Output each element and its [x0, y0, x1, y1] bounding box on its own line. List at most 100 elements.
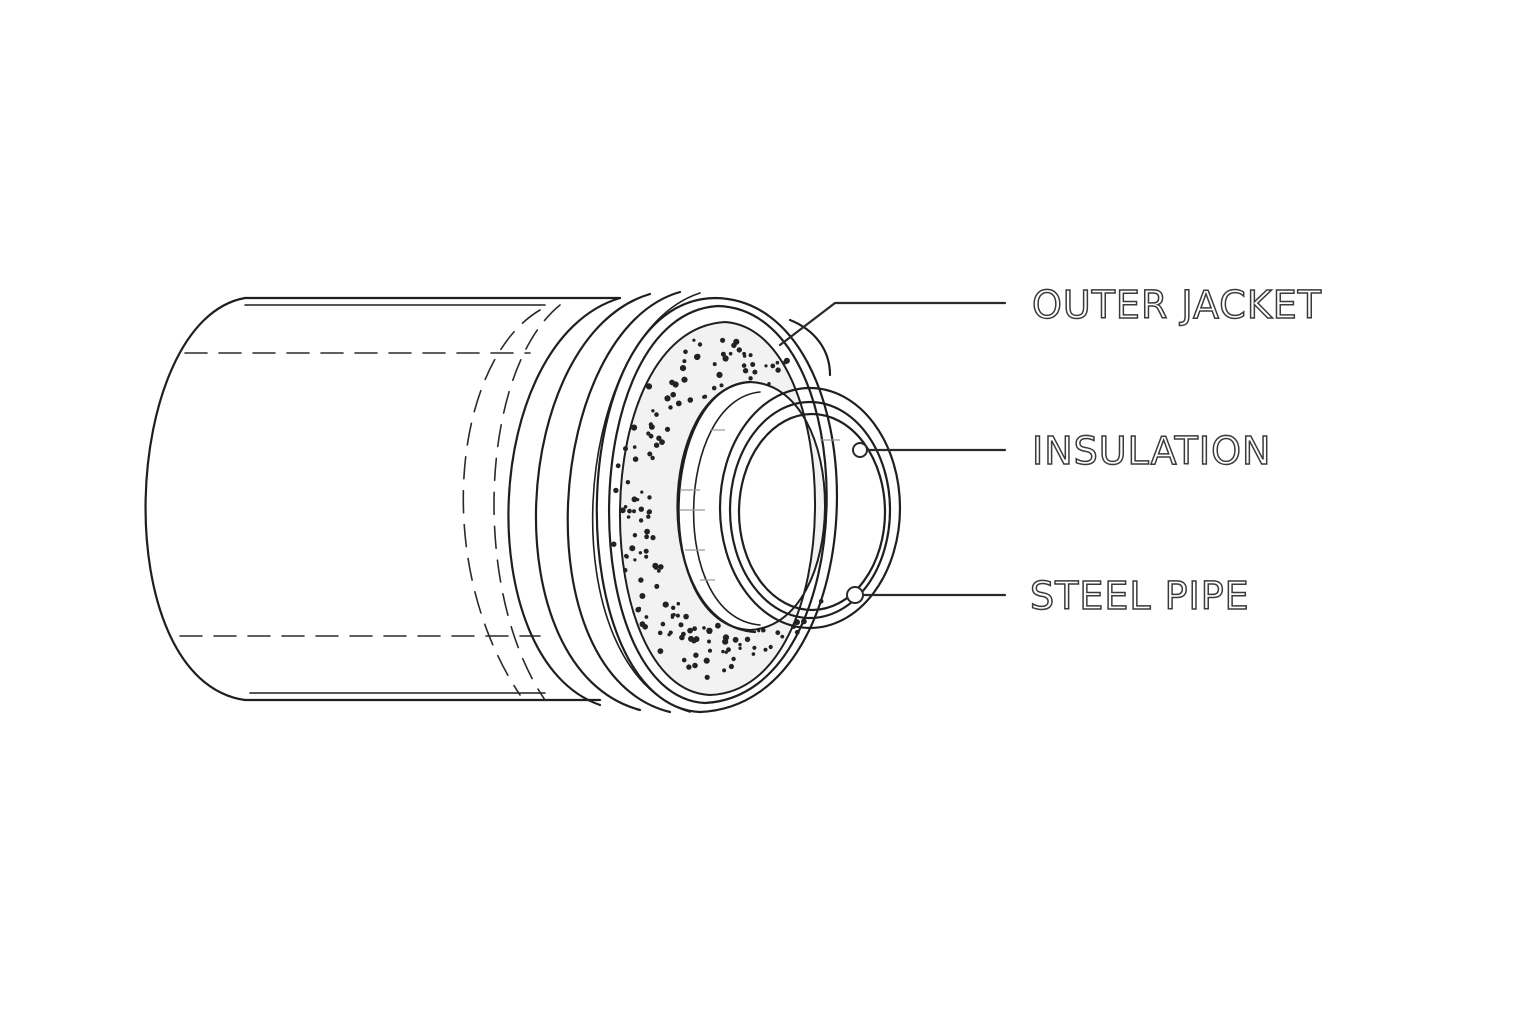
insulation-dot: [611, 541, 617, 547]
insulation-dot: [775, 630, 781, 636]
insulation-dot: [632, 456, 639, 463]
insulation-dot: [706, 627, 713, 634]
insulation-dot: [704, 674, 710, 680]
insulation-dot: [681, 376, 688, 383]
leader-insulation-dot: [852, 442, 868, 458]
insulation-dot: [682, 359, 687, 364]
insulation-dot: [687, 397, 694, 403]
insulation-dot: [659, 439, 665, 445]
insulation-dot: [647, 451, 653, 457]
insulation-dot: [687, 627, 693, 634]
insulation-dot: [738, 646, 742, 650]
insulation-dot: [662, 601, 669, 608]
insulation-dot: [715, 622, 721, 629]
insulation-dot: [658, 564, 664, 570]
insulation-dot: [728, 663, 735, 670]
insulation-dot: [656, 435, 662, 441]
insulation-dot: [660, 621, 666, 627]
insulation-dot: [649, 424, 655, 430]
insulation-dot: [748, 353, 753, 358]
insulation-dot: [664, 426, 671, 432]
insulation-dot: [752, 645, 757, 650]
insulation-dot: [764, 364, 768, 368]
insulation-dot: [724, 650, 728, 654]
insulation-dot: [744, 636, 751, 642]
insulation-dot: [741, 363, 747, 368]
insulation-dot: [650, 455, 655, 461]
insulation-dot: [638, 577, 644, 583]
insulation-dot: [702, 395, 706, 399]
insulation-dot: [678, 622, 684, 628]
insulation-dot: [731, 656, 736, 662]
insulation-dot: [648, 433, 654, 439]
insulation-dot: [625, 480, 631, 485]
insulation-dot: [644, 528, 650, 535]
insulation-dot: [681, 657, 687, 663]
insulation-dot: [720, 351, 726, 357]
insulation-dot: [630, 424, 638, 431]
insulation-dot: [622, 567, 628, 573]
insulation-dot: [642, 624, 648, 630]
insulation-dot: [654, 412, 659, 417]
insulation-dot: [711, 385, 717, 391]
insulation-dot: [707, 639, 711, 644]
insulation-dot: [675, 400, 682, 407]
insulation-dot: [613, 487, 619, 494]
label-outer-jacket: OUTER JACKET: [1032, 283, 1322, 327]
insulation-dot: [767, 382, 771, 386]
insulation-dot: [768, 644, 773, 650]
insulation-dot: [669, 379, 675, 386]
insulation-dot: [646, 514, 651, 519]
insulation-dot: [752, 369, 758, 375]
insulation-dot: [647, 509, 652, 515]
insulation-dot: [738, 642, 742, 647]
insulation-dot: [692, 626, 697, 632]
insulation-dot: [638, 506, 644, 512]
insulation-dot: [668, 630, 673, 635]
insulation-dot: [770, 363, 776, 369]
insulation-dot: [763, 647, 768, 652]
insulation-dot: [657, 630, 663, 636]
leader-outer-jacket: [778, 301, 1007, 347]
insulation-dot: [722, 668, 727, 673]
insulation-dot: [719, 383, 724, 388]
insulation-dot: [639, 593, 646, 599]
insulation-dot: [697, 342, 703, 347]
insulation-dot: [702, 626, 706, 630]
insulation-dot: [683, 349, 688, 355]
insulation-dot: [722, 635, 727, 640]
insulation-dot: [664, 395, 671, 402]
insulation-dot: [742, 351, 746, 356]
insulation-dot: [712, 362, 717, 367]
insulation-dot: [794, 629, 800, 635]
insulation-dot: [686, 664, 692, 670]
insulation-dot: [742, 368, 749, 374]
insulation-dot: [736, 347, 742, 353]
insulation-dot: [731, 342, 737, 348]
insulation-dot: [732, 636, 739, 643]
insulation-dot: [780, 634, 785, 639]
insulation-dot: [646, 431, 651, 436]
insulation-dot: [645, 383, 653, 390]
insulation-dot: [716, 371, 723, 378]
insulation-dot: [751, 652, 756, 656]
insulation-dot: [638, 551, 643, 555]
insulation-dot: [627, 508, 632, 514]
insulation-dot: [673, 383, 677, 388]
insulation-dot: [675, 613, 680, 618]
insulation-dot: [722, 638, 729, 645]
insulation-dot: [726, 647, 731, 653]
insulation-dot: [653, 442, 660, 448]
insulation-dot: [632, 509, 636, 514]
insulation-dot: [671, 605, 676, 610]
leader-steel-pipe-dot: [846, 586, 864, 604]
insulation-dot: [676, 601, 681, 606]
outer-jacket-rings: [507, 290, 838, 714]
insulation-dot: [615, 463, 621, 469]
insulation-layer: [611, 320, 826, 697]
insulation-dot: [640, 490, 644, 494]
insulation-dot: [775, 360, 780, 365]
insulation-dot: [635, 606, 641, 613]
insulation-dot: [644, 534, 649, 540]
